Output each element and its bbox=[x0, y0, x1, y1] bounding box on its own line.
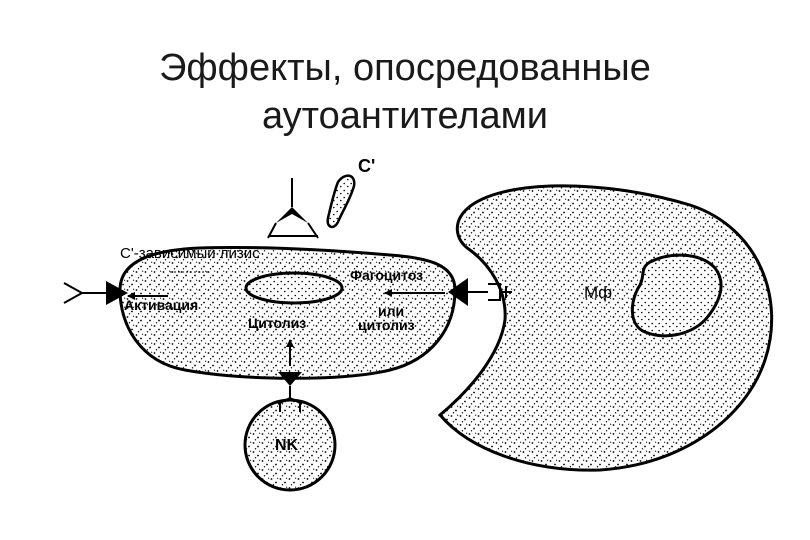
target-cell-nucleus bbox=[244, 271, 344, 305]
complement-molecule bbox=[326, 174, 356, 229]
bottom-antibody bbox=[277, 372, 303, 412]
macrophage-nucleus bbox=[630, 253, 723, 338]
complement-label: C' bbox=[358, 156, 375, 176]
top-antibody bbox=[267, 178, 319, 239]
phagocytosis-label: Фагоцитоз bbox=[350, 267, 423, 283]
or-cytolysis-label: цитолиз bbox=[358, 317, 415, 333]
activation-label: Активация bbox=[124, 297, 198, 313]
right-antibody bbox=[448, 278, 512, 306]
macrophage-label: Мф bbox=[584, 283, 612, 302]
lysis-label: C'-зависимый лизис bbox=[120, 245, 260, 262]
title-line-1: Эффекты, опосредованные bbox=[159, 47, 651, 89]
or-label: или bbox=[378, 303, 404, 319]
nk-cell bbox=[243, 398, 337, 492]
cytolysis-label: Цитолиз bbox=[248, 315, 306, 331]
left-antibody bbox=[63, 281, 128, 305]
slide-title: Эффекты, опосредованные аутоантителами bbox=[0, 44, 810, 140]
title-line-2: аутоантителами bbox=[261, 95, 549, 137]
nk-label: NK bbox=[275, 437, 299, 454]
macrophage-cell bbox=[437, 184, 774, 472]
